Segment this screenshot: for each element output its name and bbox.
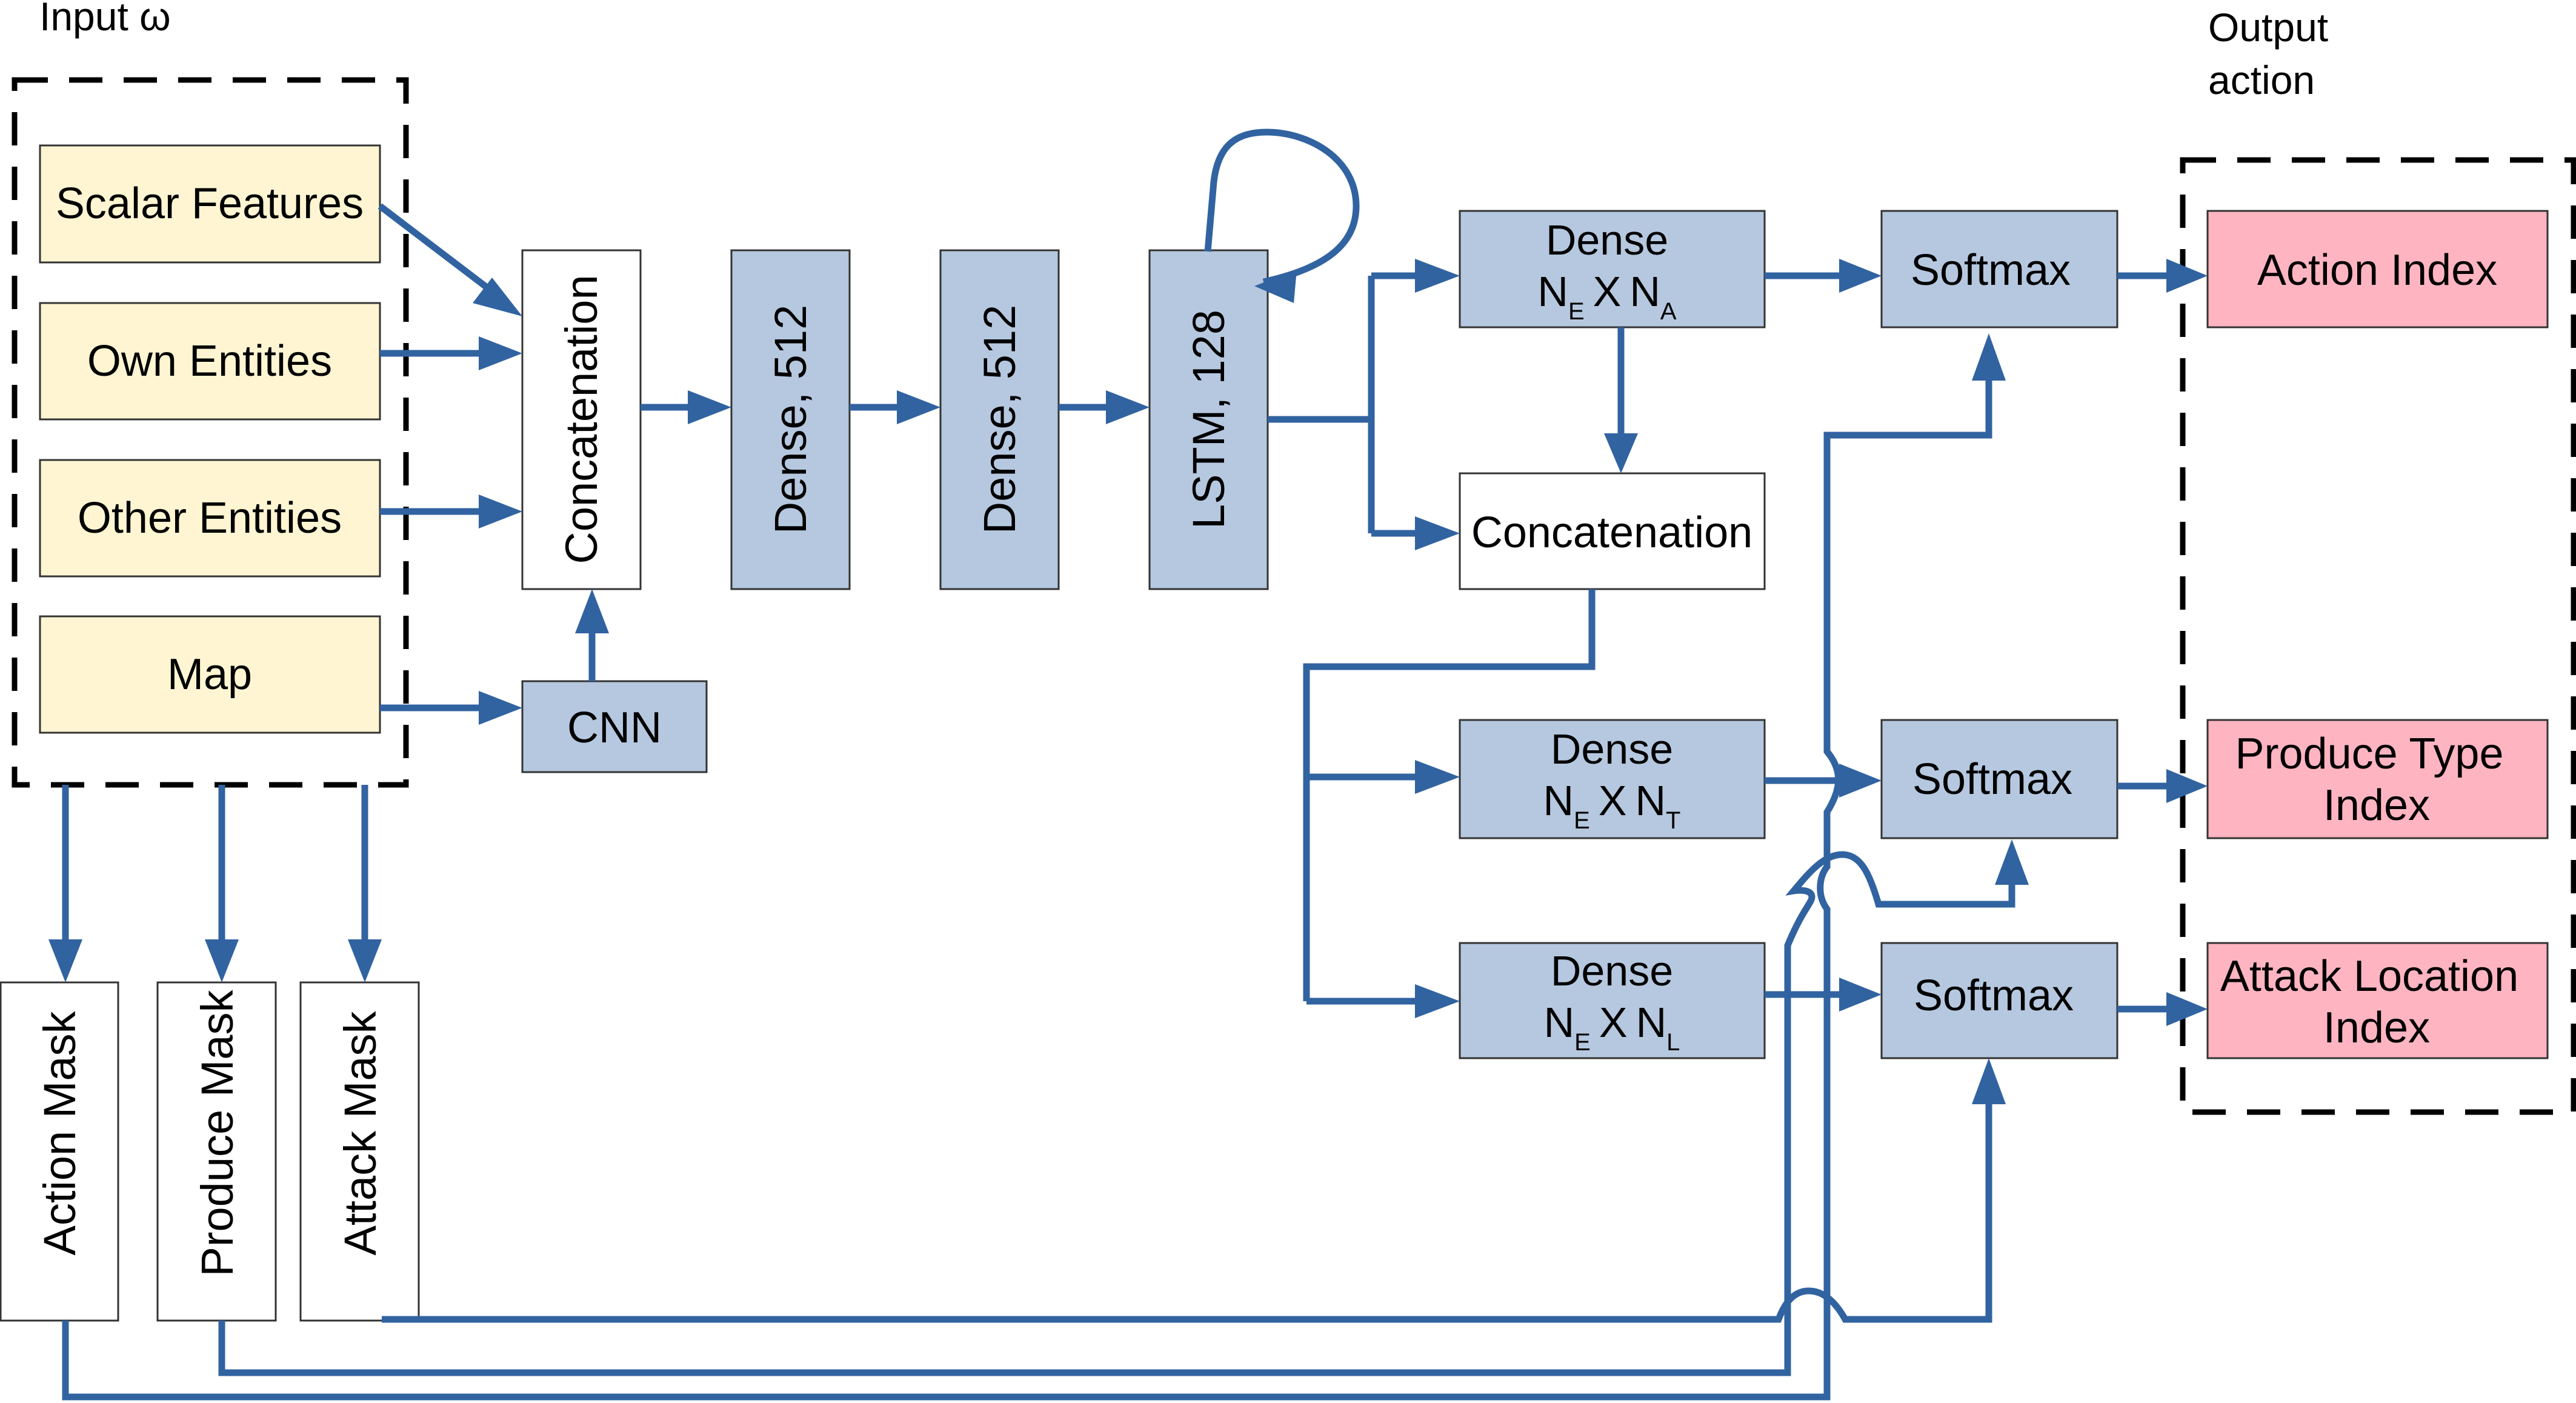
arrowhead — [1995, 839, 2029, 885]
arrowhead — [1415, 259, 1460, 293]
wire-produce-mask-to-softmax-type — [218, 851, 2015, 1376]
arrowhead — [1106, 390, 1150, 424]
mask-label: Attack Mask — [335, 1011, 385, 1256]
arrowhead — [479, 495, 522, 528]
layer-label: Concatenation — [1471, 508, 1752, 557]
produce-mask: Produce Mask — [156, 981, 277, 1322]
arrowhead — [2166, 769, 2208, 803]
softmax-location: Softmax — [1880, 942, 2118, 1059]
input-label: Own Entities — [87, 337, 332, 385]
arrow-lstm-branch — [1268, 272, 1415, 537]
input-label: Scalar Features — [56, 179, 364, 228]
layer-label: Softmax — [1911, 246, 2071, 295]
softmax-action: Softmax — [1880, 210, 2118, 328]
arrowhead — [1415, 516, 1460, 550]
arrowhead — [1415, 984, 1460, 1018]
layer-label: Dense, 512 — [974, 305, 1025, 535]
arrowhead — [48, 939, 82, 982]
arrowhead — [1839, 978, 1882, 1011]
arrowhead — [479, 336, 522, 370]
layer-label: Dense, 512 — [765, 305, 816, 535]
arrowhead — [1839, 259, 1882, 293]
input-group-box — [12, 77, 409, 788]
arrowhead — [1972, 333, 2006, 381]
concatenation-head-layer: Concatenation — [1459, 472, 1766, 590]
output-label: Attack Location — [2220, 952, 2518, 1001]
input-scalar-features: Scalar Features — [39, 144, 381, 264]
layer-label: Softmax — [1914, 971, 2074, 1020]
action-mask: Action Mask — [0, 981, 119, 1322]
arrowhead — [688, 390, 731, 424]
dense-512-layer-1: Dense, 512 — [730, 249, 851, 590]
mask-label: Produce Mask — [192, 990, 242, 1277]
arrowhead — [473, 278, 522, 316]
arrowhead — [205, 939, 239, 982]
mask-label: Action Mask — [35, 1010, 85, 1255]
input-label: Other Entities — [78, 494, 342, 542]
layer-label: CNN — [567, 704, 662, 752]
wire-attack-mask-to-softmax-location — [382, 1104, 1992, 1323]
lstm-128-layer: LSTM, 128 — [1148, 249, 1269, 590]
concatenation-layer: Concatenation — [521, 249, 642, 590]
arrowhead — [897, 390, 940, 424]
output-label: Produce Type — [2235, 730, 2504, 778]
lstm-recurrent-loop — [1204, 128, 1360, 285]
arrowhead — [2166, 992, 2208, 1026]
input-label: Map — [167, 650, 252, 699]
dense-512-layer-2: Dense, 512 — [939, 249, 1060, 590]
arrowhead — [1415, 760, 1460, 794]
output-produce-type-index: Produce Type Index — [2206, 719, 2549, 839]
arrowhead — [1254, 270, 1297, 303]
softmax-type: Softmax — [1880, 719, 2118, 839]
wire-action-mask-to-softmax-action — [62, 381, 1992, 1401]
output-action-index: Action Index — [2206, 210, 2549, 328]
output-group-title-line1: Output — [2208, 5, 2328, 50]
arrowhead — [479, 691, 522, 725]
arrowhead — [575, 589, 609, 633]
arrowhead — [2166, 259, 2208, 293]
arrowhead — [348, 939, 382, 982]
input-own-entities: Own Entities — [39, 302, 381, 421]
layer-label: LSTM, 128 — [1183, 310, 1234, 529]
arrowhead — [1604, 433, 1638, 473]
layer-label: Dense — [1551, 725, 1673, 773]
attack-mask: Attack Mask — [299, 981, 420, 1322]
output-group-box — [2180, 157, 2576, 1115]
layer-label: Dense — [1551, 947, 1673, 995]
output-label: Index — [2323, 781, 2430, 830]
layer-label: Softmax — [1912, 755, 2072, 804]
output-group-title-line2: action — [2208, 58, 2315, 102]
layer-label: Concatenation — [556, 275, 607, 564]
input-other-entities: Other Entities — [39, 459, 381, 578]
input-map: Map — [39, 615, 381, 734]
input-group-title: Input ω — [39, 0, 171, 39]
output-label: Index — [2323, 1004, 2430, 1052]
cnn-layer: CNN — [521, 680, 708, 773]
layer-label: Dense — [1546, 216, 1668, 264]
arrowhead — [1972, 1058, 2006, 1104]
arrow-concat2-branch — [1303, 589, 1596, 1005]
output-attack-location-index: Attack Location Index — [2206, 942, 2549, 1059]
arrowhead — [1839, 764, 1882, 798]
arrow-scalar-to-concat — [378, 203, 496, 296]
output-label: Action Index — [2257, 246, 2497, 295]
